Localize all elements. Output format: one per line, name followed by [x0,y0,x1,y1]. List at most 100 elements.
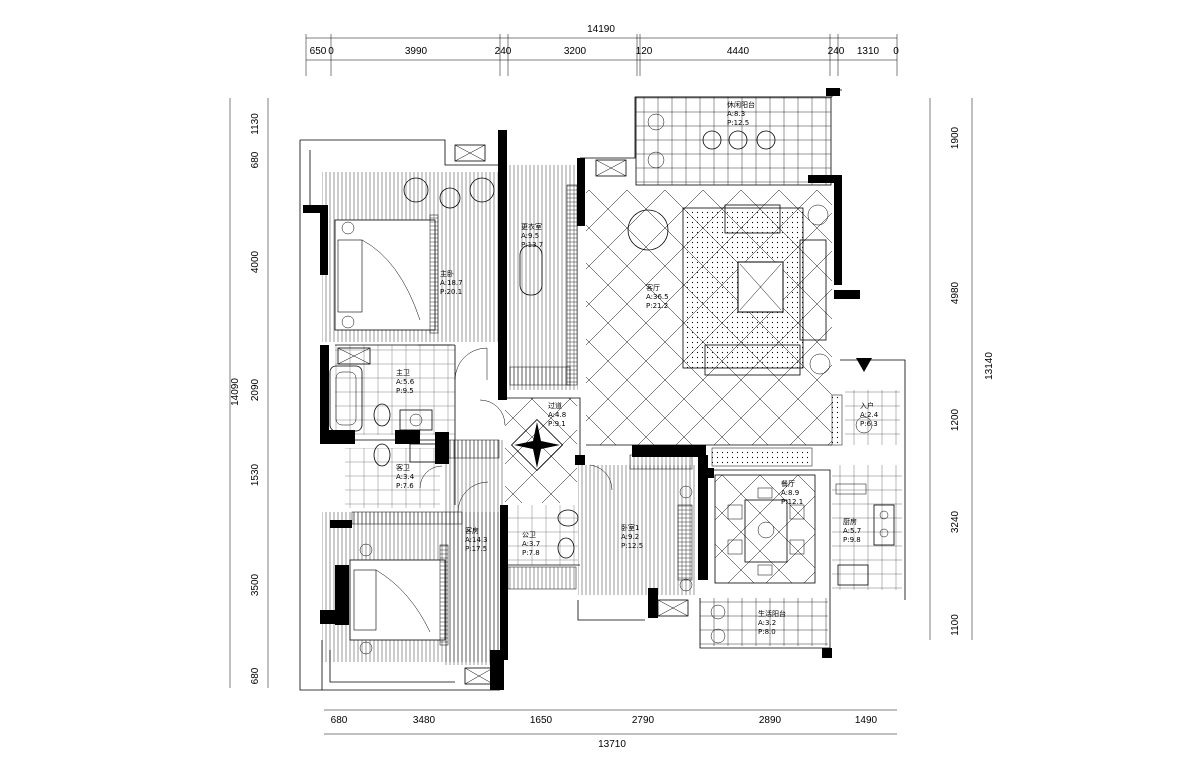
room-cloakroom: 更衣室 A:9.5 P:13.7 [521,222,543,249]
svg-text:A:8.9: A:8.9 [781,489,799,497]
walls-outline [299,89,906,691]
svg-text:A:18.7: A:18.7 [440,279,463,287]
armchair-icon [403,177,429,203]
svg-text:A:9.2: A:9.2 [621,533,639,541]
walls-solid [303,88,860,690]
master-bed [334,214,439,334]
room-labels: 休闲阳台 A:8.3 P:12.5 更衣室 A:9.5 P:13.7 主卧 A:… [396,100,879,636]
svg-text:主卧: 主卧 [440,269,454,278]
guest-bed [349,511,463,655]
top-total-dimension: 14190 [587,24,615,35]
room-entry: 入户 A:2.4 P:6.3 [860,401,879,428]
top-dimension: 14190 650 0 3990 240 3200 120 4440 240 1… [305,24,899,76]
svg-text:生活阳台: 生活阳台 [758,609,786,618]
svg-text:P:9.8: P:9.8 [843,536,861,544]
left-total-dimension: 14090 [230,378,241,406]
room-living-room: 客厅 A:36.5 P:21.2 [646,283,669,310]
furniture [329,113,895,685]
svg-text:休闲阳台: 休闲阳台 [727,100,755,109]
svg-text:A:36.5: A:36.5 [646,293,669,301]
svg-text:P:8.0: P:8.0 [758,628,776,636]
bottom-dim-3: 1650 [530,715,553,726]
svg-text:P:7.6: P:7.6 [396,482,414,490]
svg-text:A:9.5: A:9.5 [521,232,539,240]
room-master-bedroom: 主卧 A:18.7 P:20.1 [440,269,463,296]
top-dim-10: 0 [893,46,899,57]
top-dim-9: 1310 [857,46,880,57]
room-utility-balcony: 生活阳台 A:3.2 P:8.0 [758,609,786,636]
svg-text:餐厅: 餐厅 [781,479,795,488]
svg-text:A:5.7: A:5.7 [843,527,861,535]
svg-text:公卫: 公卫 [522,531,536,539]
svg-text:主卫: 主卫 [396,368,410,377]
room-bedroom-1: 卧室1 A:9.2 P:12.5 [621,523,643,550]
svg-text:过道: 过道 [548,401,562,410]
top-dim-4: 240 [495,46,512,57]
room-kitchen: 厨房 A:5.7 P:9.8 [843,517,861,544]
svg-text:A:4.8: A:4.8 [548,411,566,419]
room-public-bath: 公卫 A:3.7 P:7.8 [522,531,540,557]
left-dim-4: 2090 [250,378,261,401]
svg-text:A:5.6: A:5.6 [396,378,415,386]
left-dim-1: 1130 [250,113,261,135]
svg-text:P:13.7: P:13.7 [521,241,543,249]
svg-text:A:3.7: A:3.7 [522,540,540,548]
bottom-dim-5: 2890 [759,715,782,726]
room-dining: 餐厅 A:8.9 P:12.1 [781,479,803,506]
svg-text:P:6.3: P:6.3 [860,420,878,428]
living-sofa-set [627,204,831,376]
svg-text:P:20.1: P:20.1 [440,288,462,296]
room-leisure-balcony: 休闲阳台 A:8.3 P:12.5 [727,100,755,127]
top-dim-3: 3990 [405,46,428,57]
top-dim-2: 0 [328,46,334,57]
right-total-dimension: 13140 [984,352,995,380]
svg-text:P:9.5: P:9.5 [396,387,414,395]
right-dimension: 1900 4980 1200 3240 1100 13140 [929,98,995,640]
svg-text:P:12.5: P:12.5 [727,119,749,127]
svg-text:客卫: 客卫 [396,463,410,472]
top-dim-5: 3200 [564,46,587,57]
room-guest-bath: 客卫 A:3.4 P:7.6 [396,463,415,490]
svg-text:卧室1: 卧室1 [621,523,639,532]
svg-text:A:3.4: A:3.4 [396,473,415,481]
left-dim-7: 680 [250,667,261,684]
bottom-dim-4: 2790 [632,715,655,726]
svg-text:A:3.2: A:3.2 [758,619,776,627]
svg-text:P:9.1: P:9.1 [548,420,566,428]
svg-text:厨房: 厨房 [843,517,857,526]
room-corridor: 过道 A:4.8 P:9.1 [548,401,566,428]
dining-table [727,487,805,576]
svg-text:P:7.8: P:7.8 [522,549,540,557]
svg-text:A:14.3: A:14.3 [465,536,488,544]
svg-text:客房: 客房 [465,526,479,535]
left-dim-2: 680 [250,151,261,168]
bottom-total-dimension: 13710 [598,739,626,750]
bottom-dim-1: 680 [331,715,348,726]
room-guest-bedroom: 客房 A:14.3 P:17.5 [465,526,488,553]
left-dimension: 1130 680 4000 2090 1530 3500 680 14090 [229,98,269,688]
bottom-dimension: 680 3480 1650 2790 2890 1490 13710 [324,709,897,750]
top-dim-7: 4440 [727,46,750,57]
top-dim-1: 650 [310,46,327,57]
left-dim-3: 4000 [250,250,261,273]
bottom-dim-2: 3480 [413,715,436,726]
top-dim-8: 240 [828,46,845,57]
svg-text:A:2.4: A:2.4 [860,411,879,419]
svg-text:P:17.5: P:17.5 [465,545,487,553]
right-dim-3: 1200 [950,408,961,431]
svg-text:入户: 入户 [860,401,874,410]
svg-text:P:12.5: P:12.5 [621,542,643,550]
svg-text:P:21.2: P:21.2 [646,302,668,310]
svg-text:更衣室: 更衣室 [521,222,542,231]
left-dim-6: 3500 [250,573,261,596]
bottom-dim-6: 1490 [855,715,878,726]
right-dim-1: 1900 [950,126,961,149]
left-dim-5: 1530 [250,463,261,486]
compass-rose-icon [510,418,564,472]
right-dim-2: 4980 [950,281,961,304]
top-dim-6: 120 [636,46,653,57]
svg-text:P:12.1: P:12.1 [781,498,803,506]
right-dim-5: 1100 [950,614,961,636]
